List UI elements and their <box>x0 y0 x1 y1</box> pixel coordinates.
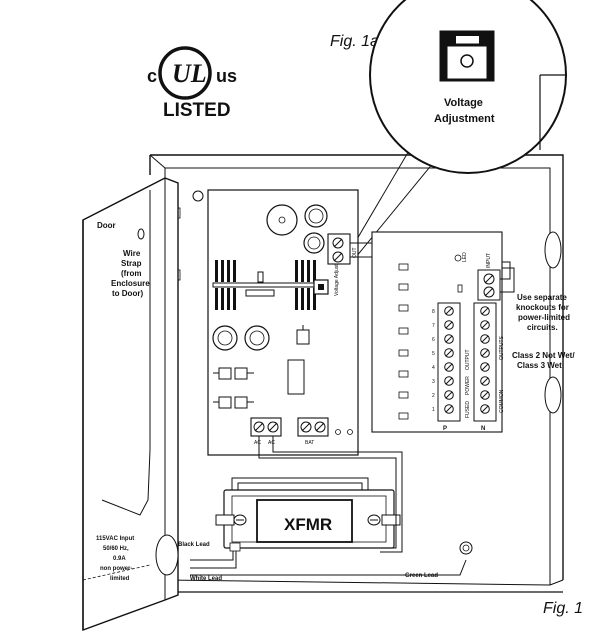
secondary-wires <box>231 436 403 553</box>
terminal-number-3: 3 <box>432 379 435 385</box>
fused-output-board: LED INPUT 8 7 6 5 4 3 2 1 P <box>350 231 515 433</box>
ac-input-note: 115VAC Input 50/60 Hz, 0.9A non power- l… <box>96 536 134 582</box>
enclosure-door <box>82 177 179 632</box>
transformer-label: XFMR <box>284 515 332 534</box>
svg-text:115VAC Input: 115VAC Input <box>96 536 134 542</box>
figure-1-label: Fig. 1 <box>543 600 583 617</box>
class-rating-note: Class 2 Not Wet/ Class 3 Wet <box>512 351 575 370</box>
fused-label: FUSED <box>465 401 471 418</box>
svg-text:Use separate: Use separate <box>517 293 567 302</box>
terminal-number-8: 8 <box>432 309 435 315</box>
voltage-adjustment-callout: Voltage Adjustment <box>369 0 567 174</box>
dc-out-label: OUT <box>352 247 358 258</box>
knockout-note: Use separate knockouts for power-limited… <box>516 293 570 332</box>
svg-text:Class 2 Not Wet/: Class 2 Not Wet/ <box>512 351 575 360</box>
fused-p-label: P <box>443 426 447 432</box>
knockout-right-top <box>544 231 562 269</box>
power-label: POWER <box>465 376 471 395</box>
terminal-number-7: 7 <box>432 323 435 329</box>
common-label: COMMON <box>499 389 505 413</box>
callout-circle <box>369 0 567 174</box>
fused-n-label: N <box>481 426 485 432</box>
svg-text:knockouts for: knockouts for <box>516 303 569 312</box>
svg-text:(from: (from <box>121 269 141 278</box>
pcb-voltage-adjustment-label: Voltage Adjustment <box>334 253 340 296</box>
ul-certification-logo: c UL us LISTED <box>147 46 237 121</box>
ac-label-1: AC <box>254 440 261 446</box>
ground-stud <box>459 541 473 555</box>
terminal-number-2: 2 <box>432 393 435 399</box>
black-lead-label: Black Lead <box>178 542 210 548</box>
enclosure <box>149 154 564 593</box>
terminal-number-5: 5 <box>432 351 435 357</box>
ul-listed-text: LISTED <box>163 100 231 121</box>
ul-mark: UL <box>172 59 207 88</box>
svg-text:Class 3 Wet: Class 3 Wet <box>517 361 562 370</box>
terminal-number-6: 6 <box>432 337 435 343</box>
terminal-number-1: 1 <box>432 407 435 413</box>
door-label: Door <box>97 221 116 230</box>
callout-voltage-line1: Voltage <box>444 97 483 109</box>
svg-text:limited: limited <box>110 576 130 582</box>
white-lead-label: White Lead <box>190 576 222 582</box>
right-terminals <box>480 306 490 414</box>
callout-voltage-line2: Adjustment <box>434 113 495 125</box>
outputs-label-left: OUTPUT <box>465 349 471 370</box>
outputs-label-right: OUTPUTS <box>499 335 505 360</box>
svg-text:power-limited: power-limited <box>518 313 570 322</box>
heatsink <box>212 260 319 310</box>
figure-1a-label: Fig. 1a <box>330 33 379 50</box>
svg-text:to Door): to Door) <box>112 289 143 298</box>
ul-circle <box>158 46 212 100</box>
ul-c-letter: c <box>147 66 157 86</box>
input-terminal-block <box>477 269 501 301</box>
input-label: INPUT <box>486 253 492 268</box>
svg-text:non power-: non power- <box>100 566 132 572</box>
output-terminal-strip-left <box>437 302 461 422</box>
fuse-column <box>398 263 409 420</box>
left-terminals <box>444 306 454 414</box>
led-label: LED <box>462 252 468 262</box>
svg-text:Strap: Strap <box>121 259 142 268</box>
led-indicator <box>454 254 462 262</box>
transformer: XFMR <box>215 489 401 549</box>
svg-text:circuits.: circuits. <box>527 323 558 332</box>
ul-us-letters: us <box>216 66 237 86</box>
svg-text:50/60 Hz,: 50/60 Hz, <box>103 546 129 552</box>
power-supply-board: Voltage Adjustment AC AC BAT <box>192 189 359 456</box>
svg-text:Wire: Wire <box>123 249 141 258</box>
output-terminal-strip-right <box>473 302 497 422</box>
knockout-right-bottom <box>544 376 562 414</box>
terminal-number-4: 4 <box>432 365 435 371</box>
wire-strap-label: Wire Strap (from Enclosure to Door) <box>111 249 150 298</box>
ac-label-2: AC <box>268 440 275 446</box>
potentiometer-icon <box>439 30 495 82</box>
green-lead-label: Green Lead <box>405 573 438 579</box>
svg-text:0.9A: 0.9A <box>113 556 126 562</box>
bat-label: BAT <box>305 440 314 446</box>
svg-text:Enclosure: Enclosure <box>111 279 150 288</box>
